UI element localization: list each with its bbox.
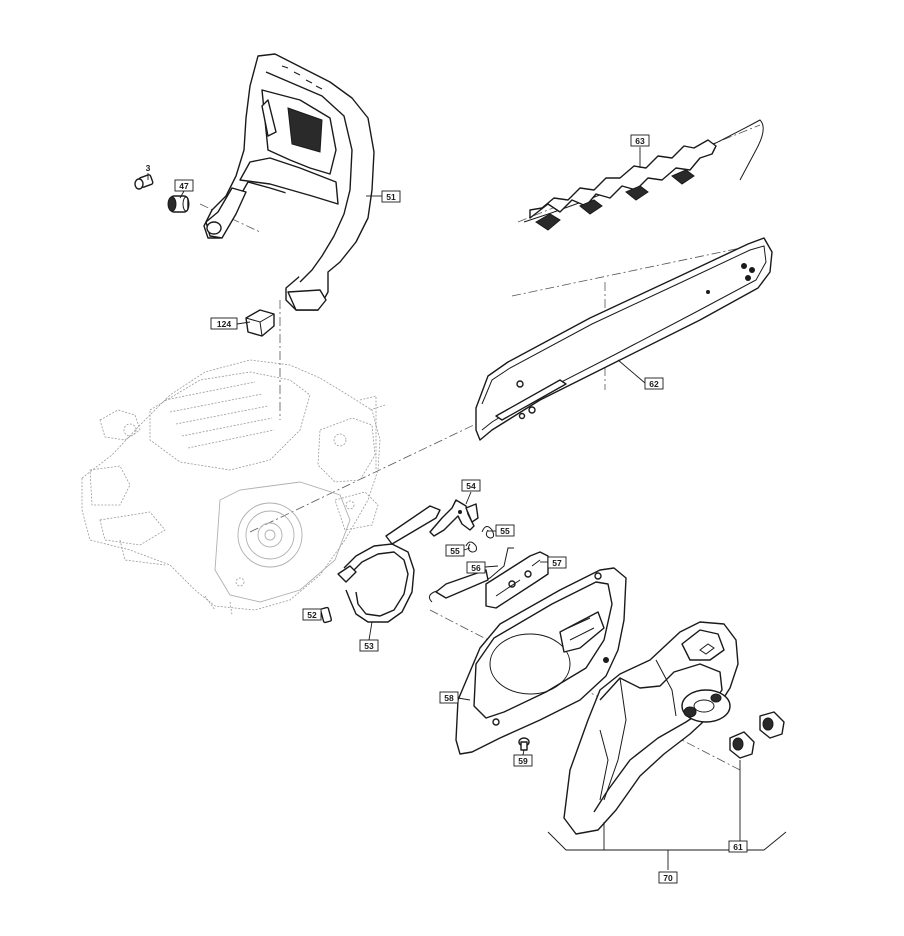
callout-label: 62 (649, 379, 659, 389)
callout-label: 53 (364, 641, 374, 651)
callout-61: 61 (728, 840, 748, 853)
callout-56: 56 (466, 561, 486, 574)
guide-bar (475, 237, 773, 441)
brake-band (337, 543, 415, 623)
screw-part (134, 174, 154, 190)
callout-label: 47 (179, 181, 189, 191)
callout-58: 58 (439, 691, 459, 704)
engine-body-ghost (81, 359, 386, 616)
callout-70: 70 (658, 871, 678, 884)
callout-label: 56 (471, 563, 481, 573)
sprocket-cover-assembly (563, 621, 739, 835)
spring-clip (465, 526, 495, 553)
callout-53: 53 (359, 639, 379, 652)
sprocket-cover-plate (455, 567, 627, 755)
callout-label: 54 (466, 481, 476, 491)
callout-label: 59 (518, 756, 528, 766)
callout-51: 51 (381, 190, 401, 203)
callout-label: 58 (444, 693, 454, 703)
damper-block (245, 309, 275, 337)
callout-52: 52 (302, 608, 322, 621)
callout-55-right: 55 (495, 524, 515, 537)
callout-label: 61 (733, 842, 743, 852)
callout-label: 70 (663, 873, 673, 883)
saw-chain (523, 119, 764, 231)
callout-label: 51 (386, 192, 396, 202)
callout-59: 59 (513, 754, 533, 767)
callout-label: 52 (307, 610, 317, 620)
callout-label: 57 (552, 558, 562, 568)
leader-lines (147, 147, 646, 756)
bar-nut (729, 711, 785, 759)
callout-label: 3 (146, 163, 151, 173)
cover-screw (518, 737, 530, 751)
callout-57: 57 (547, 556, 567, 569)
callout-label: 63 (635, 136, 645, 146)
callout-label: 124 (217, 319, 231, 329)
pin (319, 606, 333, 624)
assembly-bracket (547, 760, 787, 870)
callout-62: 62 (644, 377, 664, 390)
bushing-part (167, 195, 190, 213)
callout-label: 55 (500, 526, 510, 536)
brake-lever (385, 499, 479, 545)
callout-55-left: 55 (445, 544, 465, 557)
callout-63: 63 (630, 134, 650, 147)
front-handle-guard (203, 53, 375, 311)
callout-47: 47 (174, 179, 194, 192)
tension-spring (428, 547, 514, 603)
brake-plate (485, 551, 549, 609)
callout-label: 55 (450, 546, 460, 556)
callout-3: 3 (146, 163, 151, 173)
callout-54: 54 (461, 479, 481, 492)
callout-124: 124 (210, 317, 238, 330)
